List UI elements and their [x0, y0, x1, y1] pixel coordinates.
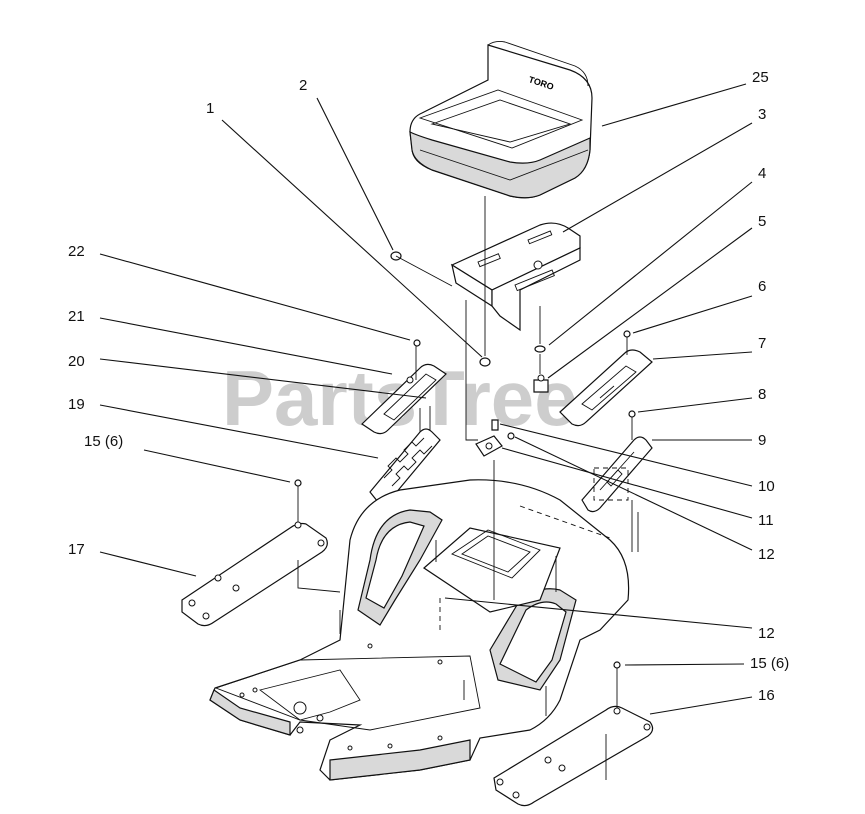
callout-16: 16 [758, 687, 775, 704]
callout-19: 19 [68, 396, 85, 413]
slide-track-right [559, 349, 653, 427]
callout-9: 9 [758, 432, 766, 449]
mount-plate-left [181, 521, 328, 627]
callout-1: 1 [206, 100, 214, 117]
seat: TORO [409, 40, 593, 199]
slide-track-left [361, 363, 447, 435]
callout-4: 4 [758, 165, 766, 182]
callout-22: 22 [68, 243, 85, 260]
assembly-lines [297, 196, 639, 780]
callout-12a: 12 [758, 546, 775, 563]
slide-bracket-left [369, 428, 441, 505]
callout-7: 7 [758, 335, 766, 352]
callout-labels: 25 2 1 3 4 5 6 7 8 9 10 11 12 12 15 (6) … [68, 69, 789, 704]
seat-bracket [450, 222, 581, 332]
callout-20: 20 [68, 353, 85, 370]
callout-6: 6 [758, 278, 766, 295]
callout-5: 5 [758, 213, 766, 230]
callout-10: 10 [758, 478, 775, 495]
callout-11: 11 [758, 512, 774, 529]
hardware [294, 251, 636, 669]
callout-15a: 15 (6) [84, 433, 123, 450]
callout-25: 25 [752, 69, 769, 86]
slide-track-right-lower [581, 436, 653, 513]
callout-17: 17 [68, 541, 85, 558]
callout-8: 8 [758, 386, 766, 403]
callout-12b: 12 [758, 625, 775, 642]
callout-2: 2 [299, 77, 307, 94]
leader-lines [99, 83, 753, 715]
callout-3: 3 [758, 106, 766, 123]
mount-plate-right [493, 705, 654, 807]
callout-21: 21 [68, 308, 85, 325]
callout-15b: 15 (6) [750, 655, 789, 672]
rear-fender [209, 479, 630, 781]
